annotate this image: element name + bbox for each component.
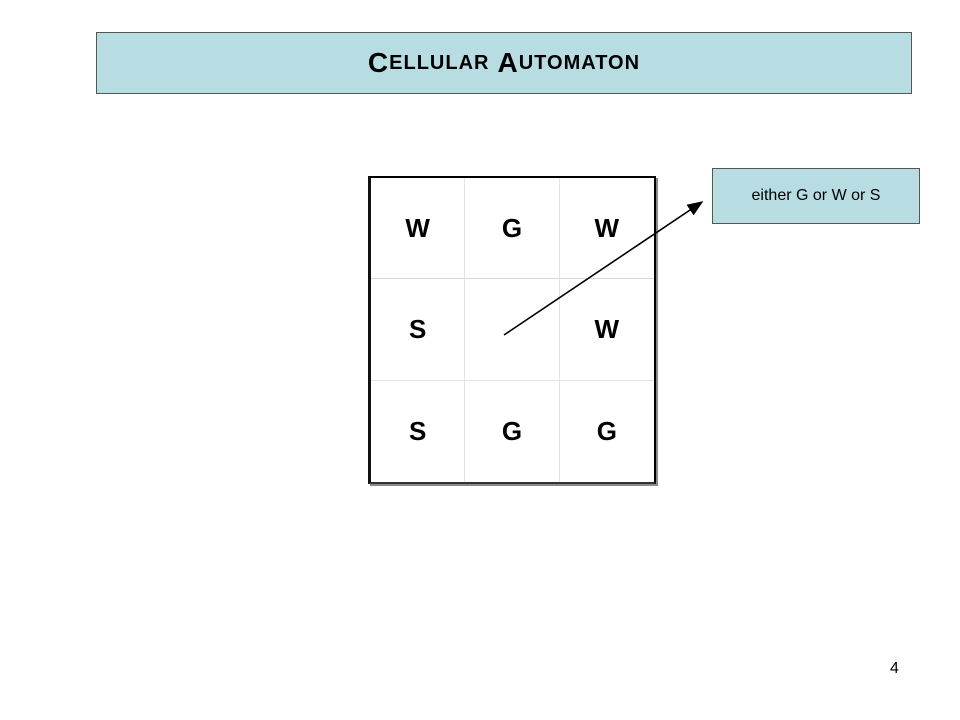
- grid-cell-r2-c3: W: [559, 279, 654, 381]
- automaton-grid: W G W S W S G G: [368, 176, 656, 484]
- title-letter-a: A: [497, 47, 519, 78]
- grid-cell-r3-c3: G: [596, 415, 617, 446]
- grid-cell-r3-c1: S: [371, 380, 466, 482]
- grid-cell-r3-c2: G: [465, 380, 560, 482]
- callout-text: either G or W or S: [751, 187, 881, 204]
- grid-cell-r1-c2: G: [465, 178, 560, 280]
- page-number: 4: [890, 660, 899, 677]
- title-letter-c: C: [367, 47, 390, 78]
- grid-cell-r1-c1: W: [371, 178, 466, 280]
- callout-box: either G or W or S: [712, 168, 920, 224]
- grid-cell-r1-c3: W: [559, 178, 654, 280]
- grid-cell-center: [465, 279, 560, 381]
- grid-cell-r2-c1: S: [371, 279, 466, 381]
- title-word-utomaton: UTOMATON: [518, 51, 641, 74]
- title-word-ellular: ELLULAR: [389, 51, 490, 74]
